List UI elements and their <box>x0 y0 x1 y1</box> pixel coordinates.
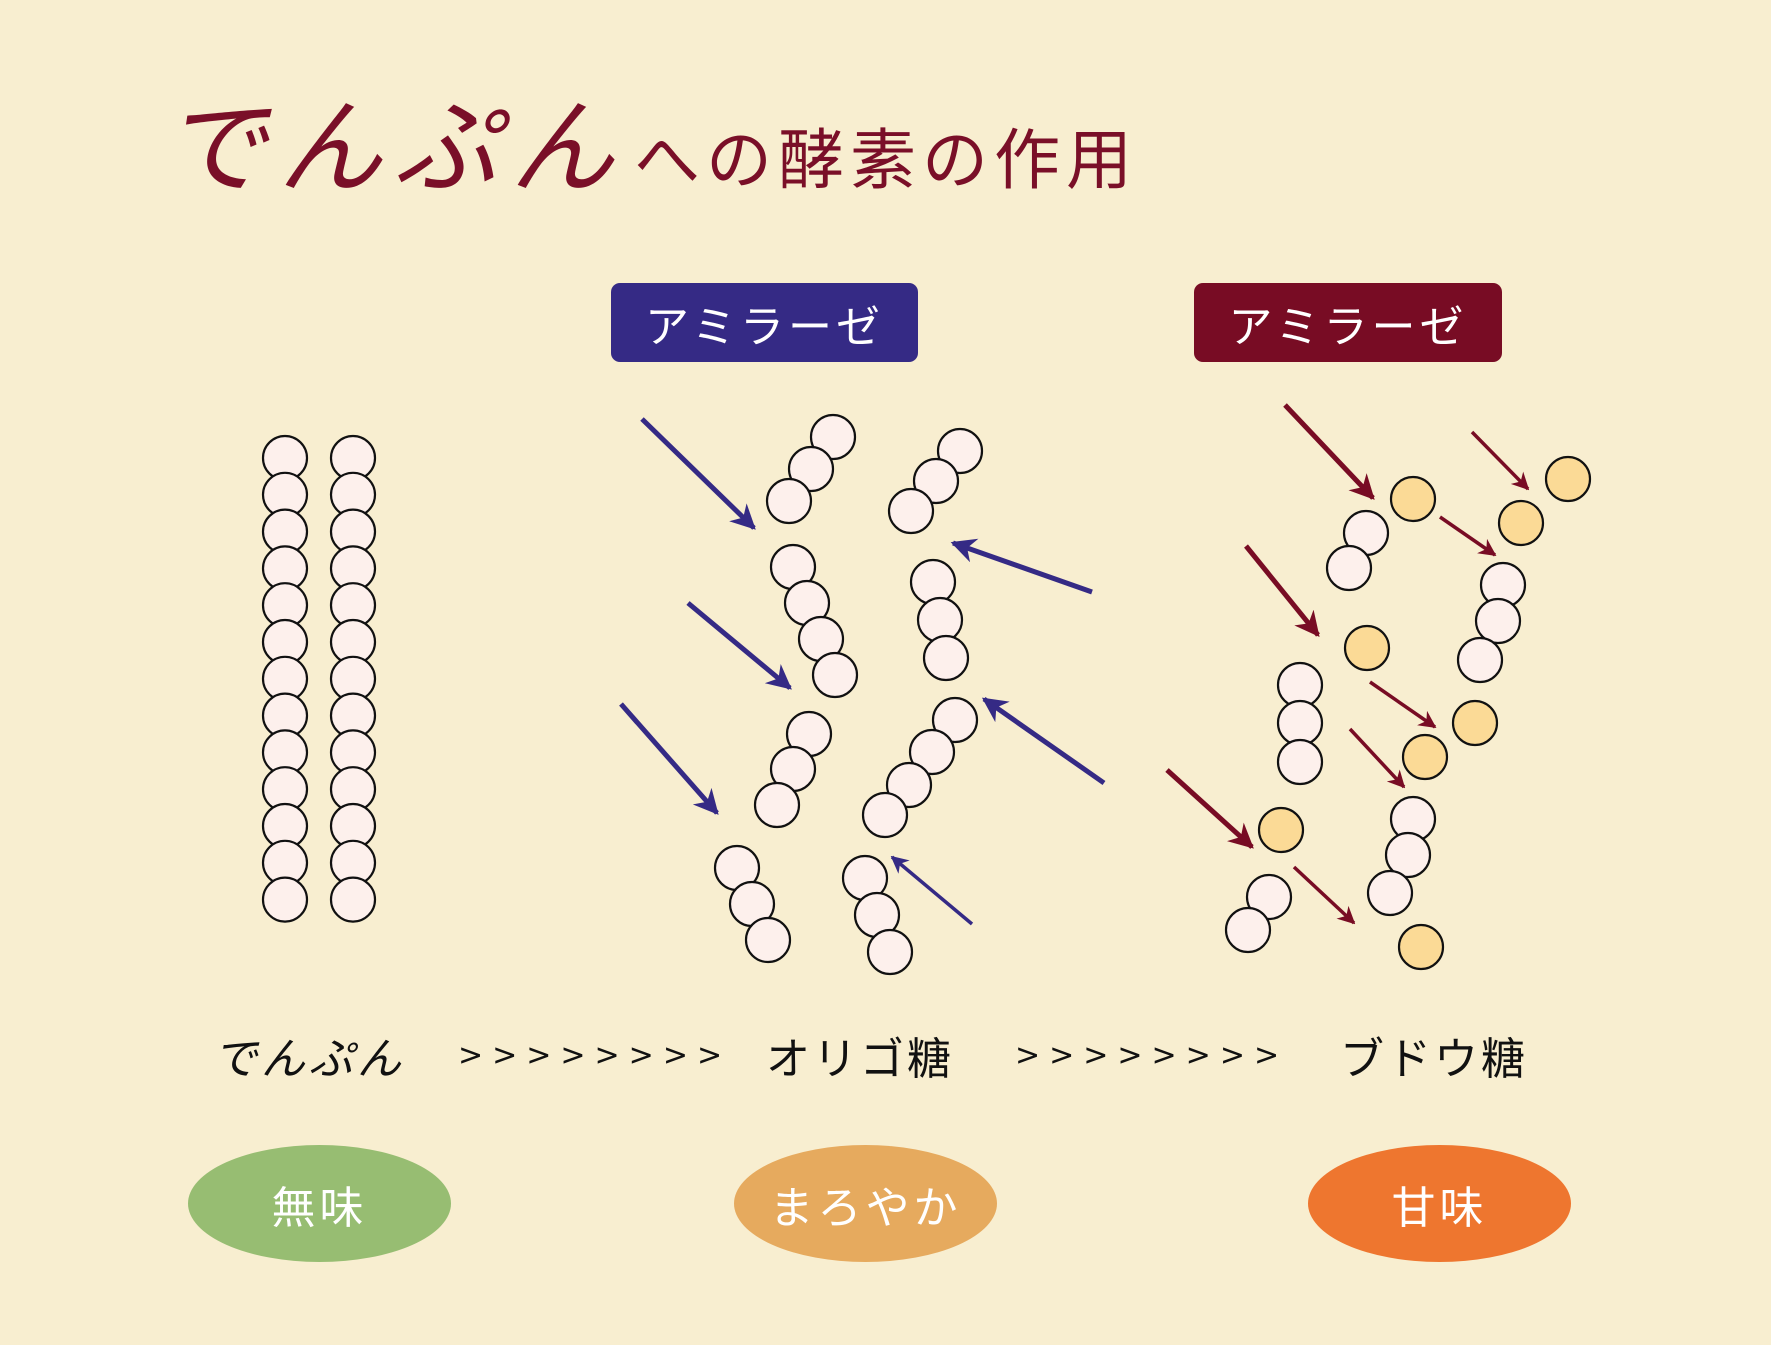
glucose-unit-circle <box>1456 636 1504 684</box>
glucose-unit-circle <box>861 791 909 839</box>
enzyme-arrow-icon <box>686 601 792 690</box>
title-sub: への酵素の作用 <box>634 122 1139 199</box>
oligosaccharide-fragments <box>713 413 984 976</box>
enzyme-arrow-icon <box>1244 544 1320 637</box>
glucose-fragments <box>1224 455 1592 971</box>
glucose-unit-circle <box>916 596 964 644</box>
free-glucose-circle <box>1401 733 1449 781</box>
free-glucose-circle <box>1343 624 1391 672</box>
taste-badge-tasteless: 無味 <box>188 1145 451 1262</box>
title-main: でんぷん <box>162 87 627 209</box>
enzyme-arrow-icon <box>1292 865 1356 925</box>
glucose-unit-circle <box>1245 873 1293 921</box>
glucose-unit-circle <box>329 876 377 923</box>
glucose-unit-circle <box>1366 869 1414 917</box>
enzyme-arrow-icon <box>1283 403 1375 500</box>
glucose-unit-circle <box>922 634 970 682</box>
enzyme-action-arrows <box>619 403 1530 926</box>
free-glucose-circle <box>1497 499 1545 547</box>
flow-arrows-1: >>>>>>>> <box>458 1037 732 1073</box>
free-glucose-circle <box>1397 923 1445 971</box>
glucose-unit-circle <box>912 457 960 505</box>
enzyme-arrow-icon <box>1165 768 1254 849</box>
glucose-unit-circle <box>765 477 813 525</box>
glucose-unit-circle <box>1474 597 1522 645</box>
stage-label-oligosaccharide: オリゴ糖 <box>766 1034 954 1085</box>
glucose-unit-circle <box>1224 906 1272 954</box>
glucose-unit-circle <box>1384 831 1432 879</box>
glucose-unit-circle <box>1325 544 1373 592</box>
glucose-unit-circle <box>809 413 857 461</box>
starch-molecule <box>261 434 377 923</box>
enzyme-badge-amylase-1: アミラーゼ <box>611 283 918 362</box>
enzyme-badge-amylase-2: アミラーゼ <box>1194 283 1502 362</box>
enzyme-arrow-icon <box>640 417 756 530</box>
stage-label-starch: でんぷん <box>213 1034 405 1085</box>
page-title: でんぷん への酵素の作用 <box>162 96 1138 200</box>
glucose-unit-circle <box>1276 738 1324 786</box>
glucose-unit-circle <box>931 696 979 744</box>
enzyme-arrow-icon <box>1439 515 1497 557</box>
free-glucose-circle <box>1389 475 1437 523</box>
glucose-unit-circle <box>787 445 835 493</box>
glucose-unit-circle <box>866 928 914 976</box>
glucose-unit-circle <box>909 558 957 606</box>
free-glucose-circle <box>1451 699 1499 747</box>
enzyme-arrow-icon <box>1470 430 1530 491</box>
glucose-unit-circle <box>908 728 956 776</box>
glucose-unit-circle <box>261 876 309 923</box>
free-glucose-circle <box>1544 455 1592 503</box>
glucose-unit-circle <box>744 916 792 964</box>
enzyme-arrow-icon <box>950 538 1093 595</box>
enzyme-arrow-icon <box>1348 727 1406 789</box>
free-glucose-circle <box>1257 806 1305 854</box>
enzyme-arrow-icon <box>1369 680 1437 729</box>
glucose-unit-circle <box>811 651 859 699</box>
enzyme-arrow-icon <box>619 702 719 815</box>
taste-badge-sweet: 甘味 <box>1308 1145 1571 1262</box>
taste-badge-mellow: まろやか <box>734 1145 997 1262</box>
enzyme-arrow-icon <box>890 855 974 926</box>
glucose-unit-circle <box>1276 699 1324 747</box>
stage-label-glucose: ブドウ糖 <box>1340 1034 1528 1085</box>
glucose-unit-circle <box>753 781 801 829</box>
enzyme-arrow-icon <box>981 696 1106 786</box>
flow-arrows-2: >>>>>>>> <box>1015 1037 1289 1073</box>
glucose-unit-circle <box>887 487 935 535</box>
